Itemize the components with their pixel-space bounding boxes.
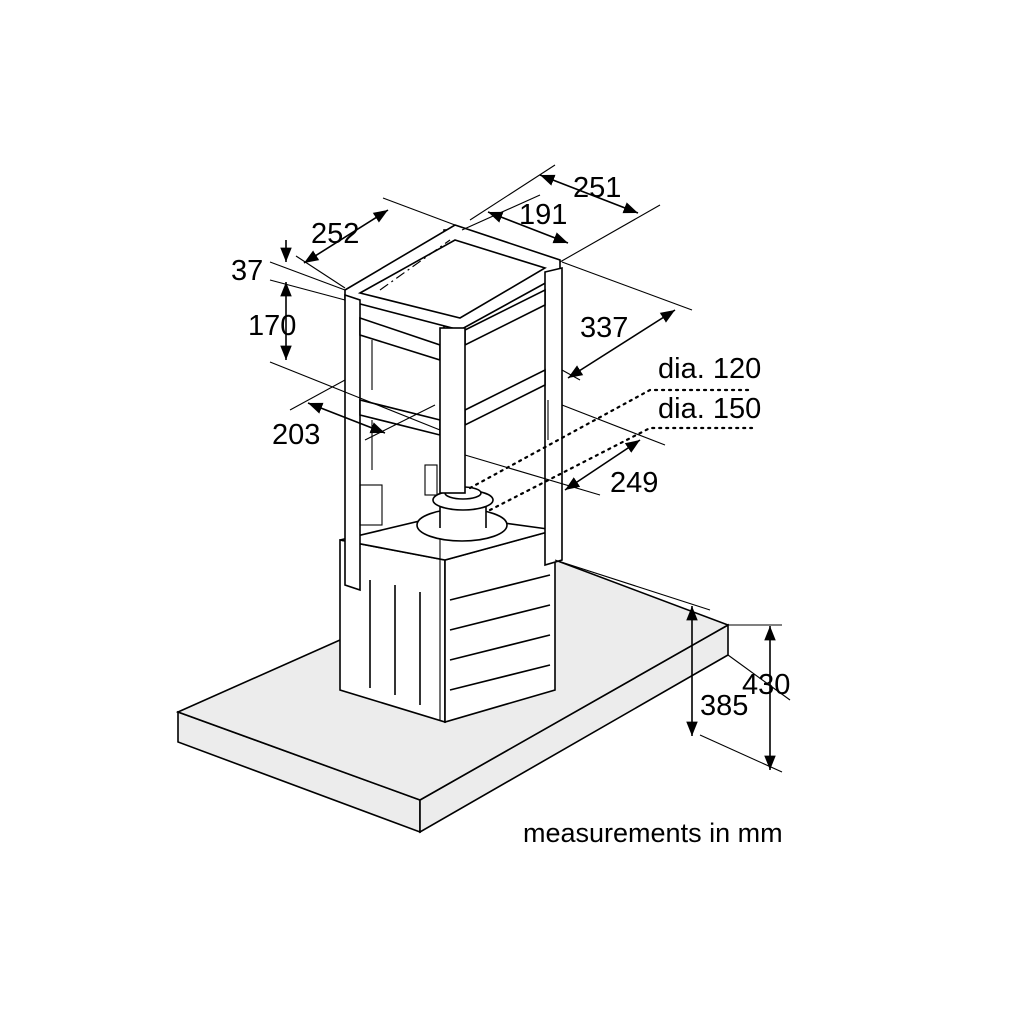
dim-dia-150: dia. 150 — [658, 393, 761, 425]
mounting-frame — [344, 224, 563, 592]
dim-252: 252 — [311, 218, 359, 250]
dim-251: 251 — [573, 172, 621, 204]
caption: measurements in mm — [523, 818, 783, 848]
dim-430: 430 — [742, 669, 790, 701]
dim-337: 337 — [580, 312, 628, 344]
dim-249: 249 — [610, 467, 658, 499]
dim-dia-120: dia. 120 — [658, 353, 761, 385]
dim-191: 191 — [519, 199, 567, 231]
dim-203: 203 — [272, 419, 320, 451]
dim-37: 37 — [231, 255, 263, 287]
dimension-lines — [269, 164, 791, 773]
dim-170: 170 — [248, 310, 296, 342]
dim-385: 385 — [700, 690, 748, 722]
motor-housing — [339, 514, 556, 724]
